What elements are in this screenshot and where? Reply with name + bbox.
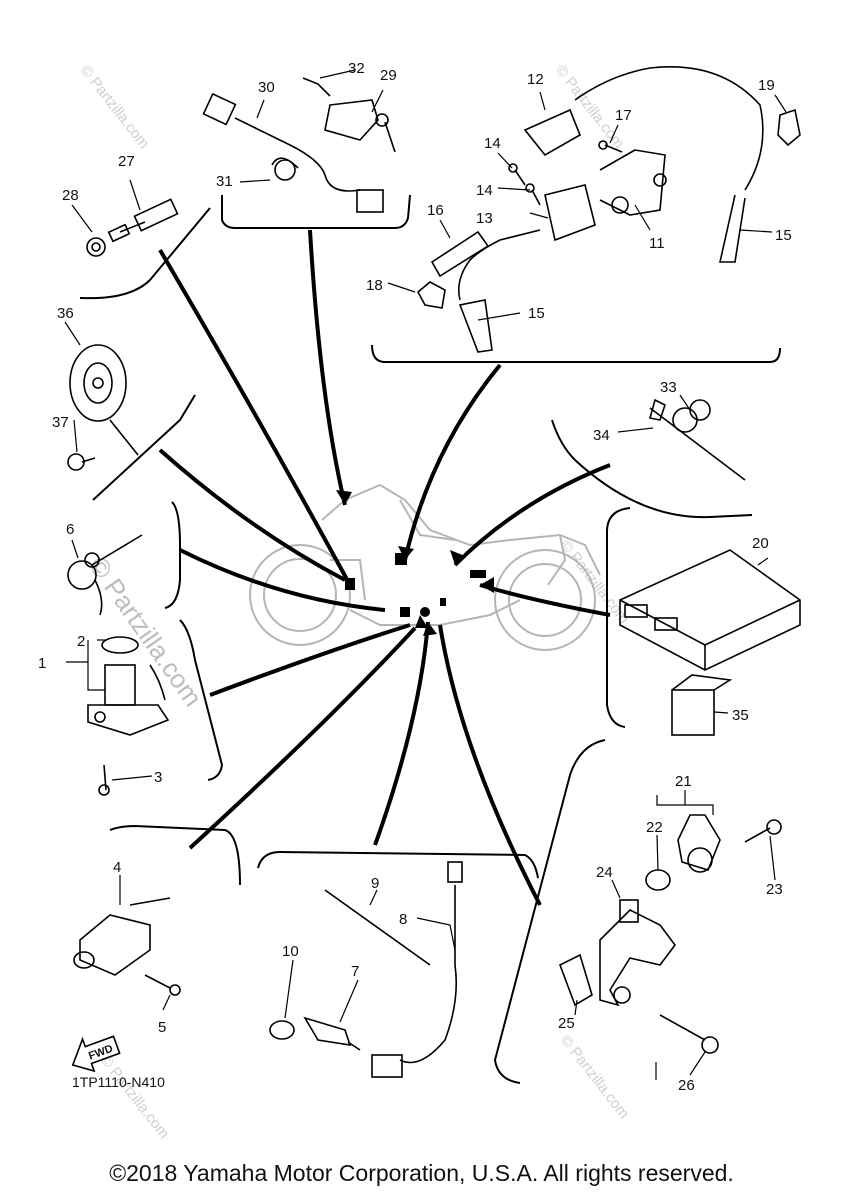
callout-11: 11	[649, 235, 665, 252]
callout-5: 5	[158, 1019, 166, 1036]
callout-12: 12	[527, 71, 544, 88]
watermark: © Partzilla.com	[557, 1032, 633, 1122]
callout-14a: 14	[484, 135, 501, 152]
callout-6: 6	[66, 521, 74, 538]
callout-19: 19	[758, 77, 775, 94]
callout-34: 34	[593, 427, 610, 444]
callout-32: 32	[348, 60, 365, 77]
diagram-code: 1TP1110-N410	[72, 1074, 165, 1090]
callout-4: 4	[113, 859, 121, 876]
callout-2: 2	[77, 633, 85, 650]
connector-lines	[158, 229, 611, 906]
callout-27: 27	[118, 153, 135, 170]
callout-9: 9	[371, 875, 379, 892]
copyright-notice: ©2018 Yamaha Motor Corporation, U.S.A. A…	[109, 1160, 734, 1186]
group-brackets	[79, 194, 781, 1084]
callout-numbers: 1 2 3 4 5 6 7 8 9 10 11 12 13 14 14 15 1…	[38, 60, 792, 1094]
callout-26: 26	[678, 1077, 695, 1094]
part-drawings	[67, 66, 801, 1078]
callout-16: 16	[427, 202, 444, 219]
callout-10: 10	[282, 943, 299, 960]
callout-30: 30	[258, 79, 275, 96]
callout-18: 18	[366, 277, 383, 294]
callout-17: 17	[615, 107, 632, 124]
callout-24: 24	[596, 864, 613, 881]
callout-22: 22	[646, 819, 663, 836]
leader-lines	[64, 69, 787, 1080]
watermark: © Partzilla.com	[83, 551, 208, 712]
callout-28: 28	[62, 187, 79, 204]
callout-35: 35	[732, 707, 749, 724]
callout-15b: 15	[528, 305, 545, 322]
callout-29: 29	[380, 67, 397, 84]
callout-1: 1	[38, 655, 46, 672]
callout-37: 37	[52, 414, 69, 431]
location-marks	[345, 553, 486, 617]
callout-8: 8	[399, 911, 407, 928]
callout-21: 21	[675, 773, 692, 790]
callout-25: 25	[558, 1015, 575, 1032]
callout-3: 3	[154, 769, 162, 786]
callout-33: 33	[660, 379, 677, 396]
callout-36: 36	[57, 305, 74, 322]
fwd-arrow-icon: FWD	[71, 1035, 121, 1073]
callout-20: 20	[752, 535, 769, 552]
callout-14b: 14	[476, 182, 493, 199]
callout-31: 31	[216, 173, 233, 190]
callout-23: 23	[766, 881, 783, 898]
watermark: © Partzilla.com	[77, 62, 153, 152]
callout-15a: 15	[775, 227, 792, 244]
callout-13: 13	[476, 210, 493, 227]
watermark: © Partzilla.com	[97, 1052, 173, 1142]
callout-7: 7	[351, 963, 359, 980]
